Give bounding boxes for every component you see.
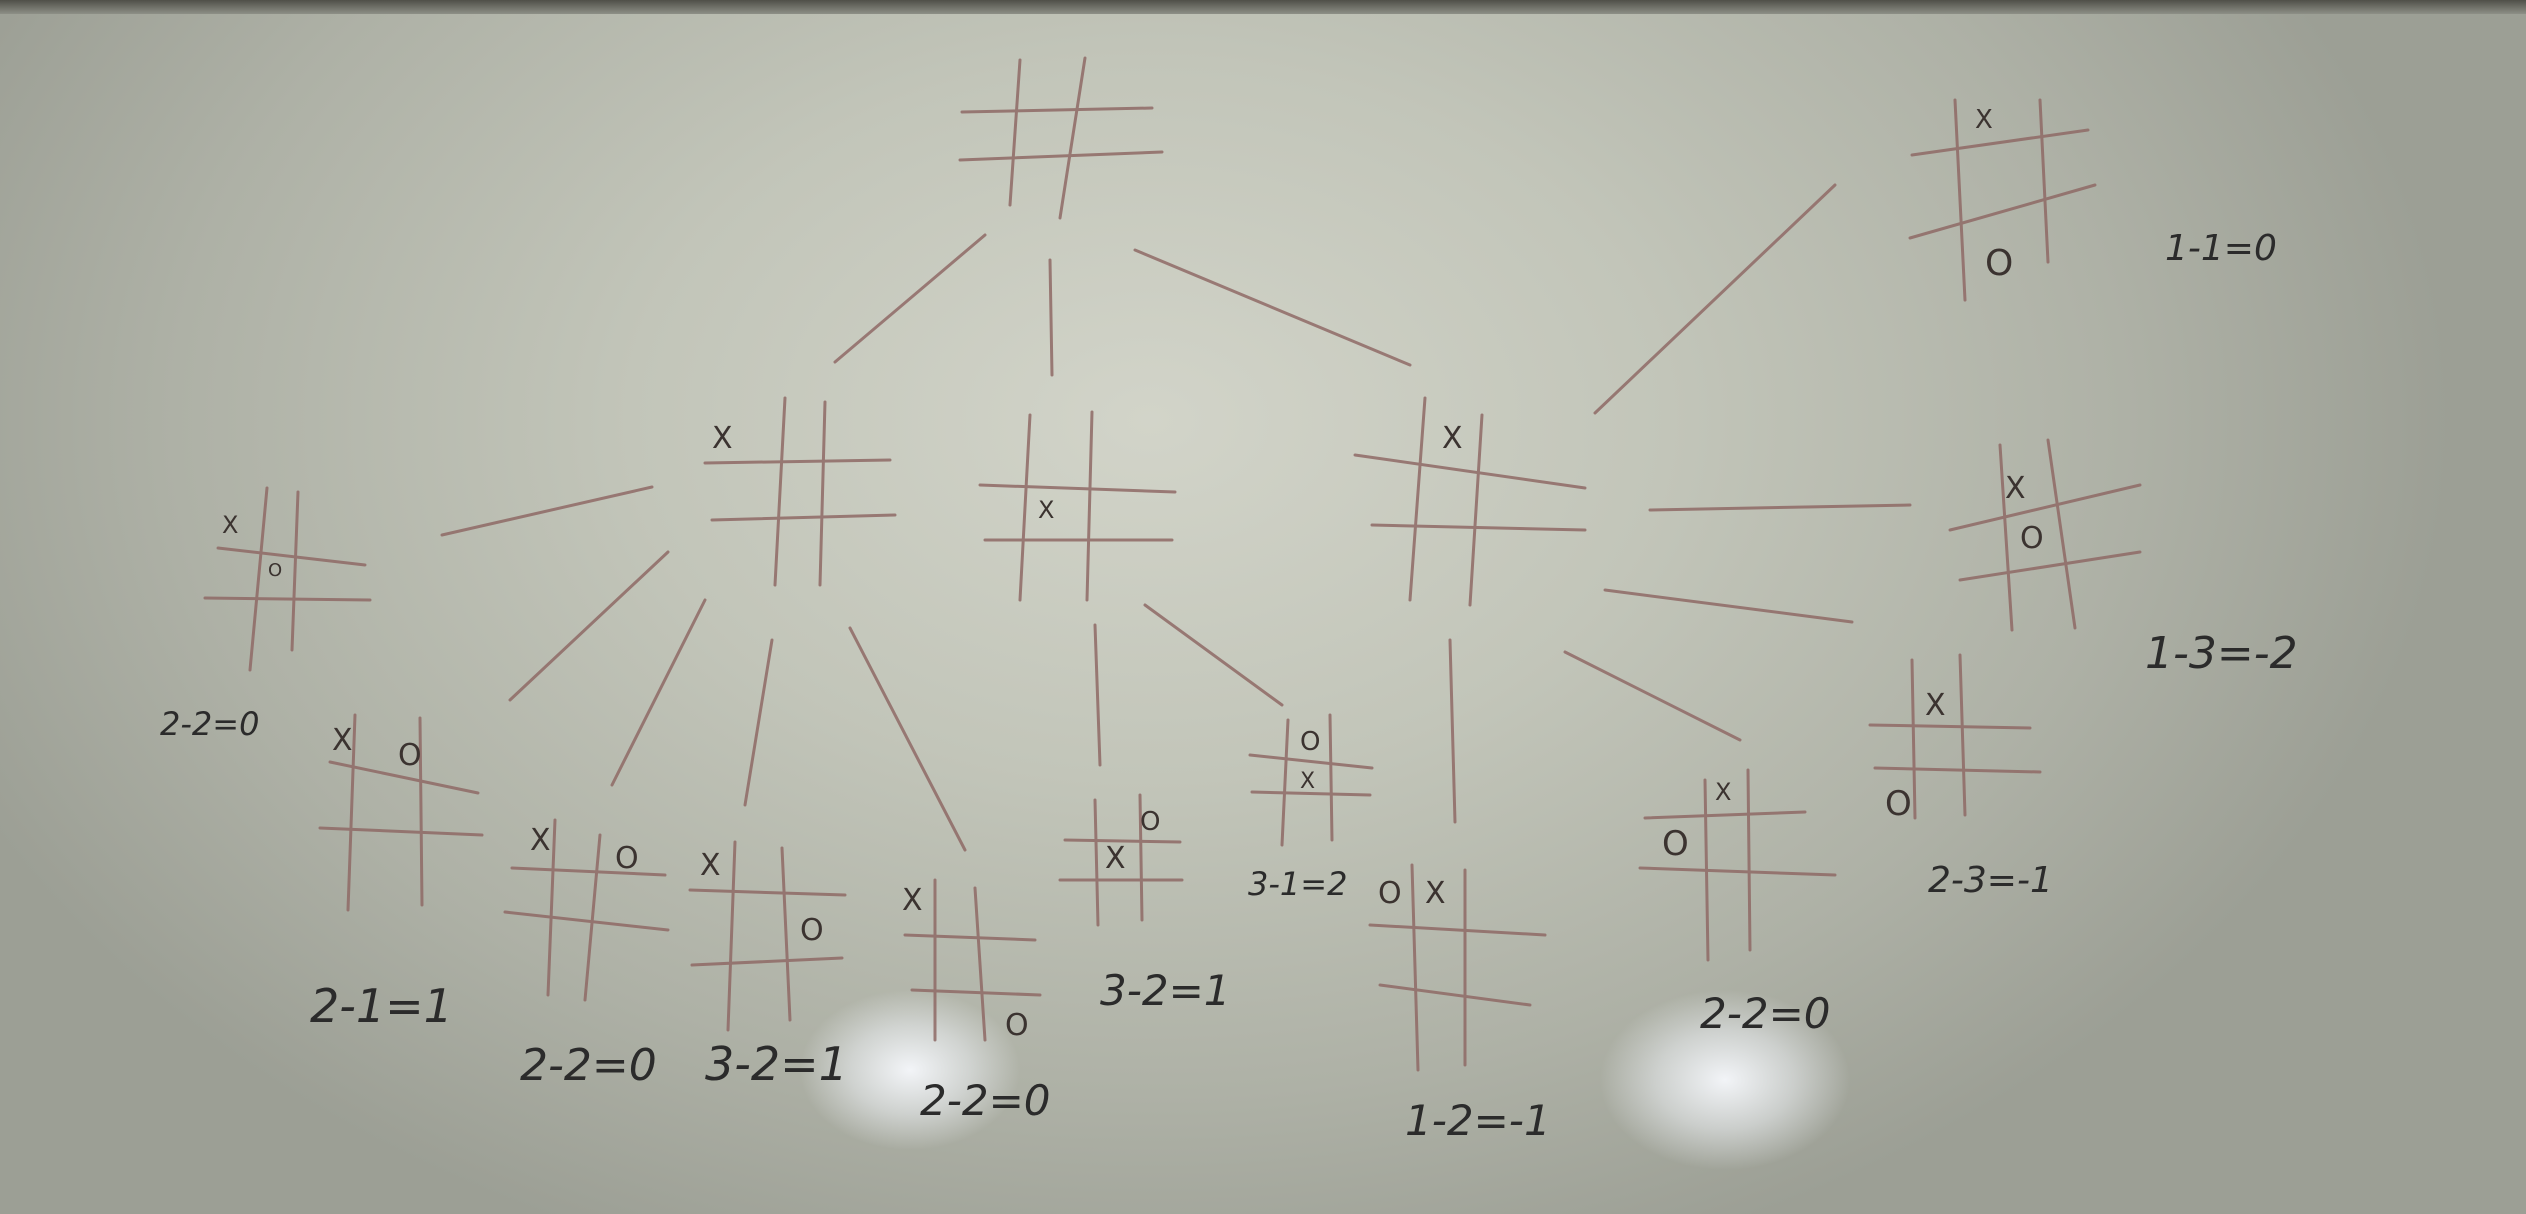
edge xyxy=(1133,248,1412,367)
grid-level1-c xyxy=(1353,396,1587,607)
score-label: 3-2=1 xyxy=(705,1037,848,1091)
mark-o: O xyxy=(615,841,639,876)
mark-x: X xyxy=(1105,841,1126,876)
score-label: 2-2=0 xyxy=(520,1040,657,1091)
grid-right-middle xyxy=(1948,438,2142,632)
grid-l1 xyxy=(318,713,484,912)
mark-x: X xyxy=(1975,105,1993,135)
mark-o: O xyxy=(2020,521,2044,556)
mark-x: X xyxy=(222,511,238,539)
grid-top-right xyxy=(1908,98,2097,302)
mark-x: X xyxy=(1425,876,1446,911)
grid-level1-a xyxy=(703,396,897,587)
mark-o: O xyxy=(1140,807,1160,837)
score-label: 2-1=1 xyxy=(310,979,453,1033)
mark-o: O xyxy=(1885,784,1912,824)
mark-o: O xyxy=(1378,876,1402,911)
score-label: 2-2=0 xyxy=(920,1076,1051,1125)
grid-level1-b xyxy=(978,410,1177,602)
edge xyxy=(1048,258,1054,377)
score-label: 3-2=1 xyxy=(1100,966,1231,1015)
mark-x: X xyxy=(1300,769,1315,794)
grid-l6 xyxy=(1248,713,1374,847)
grid-l2 xyxy=(503,818,670,1002)
grid-l3 xyxy=(688,840,847,1032)
mark-x: X xyxy=(1715,778,1731,806)
mark-x: X xyxy=(1038,496,1054,524)
mark-x: X xyxy=(700,848,721,883)
mark-o: O xyxy=(1300,727,1320,757)
edge xyxy=(1593,183,1837,415)
mark-o: O xyxy=(1985,243,2013,284)
mark-x: X xyxy=(530,823,551,858)
score-label: 1-2=-1 xyxy=(1405,1096,1551,1145)
mark-x: X xyxy=(712,421,733,456)
root-grid xyxy=(958,56,1164,220)
mark-o: O xyxy=(268,560,282,581)
mark-o: O xyxy=(398,738,422,773)
edge xyxy=(833,233,987,364)
grid-l8 xyxy=(1638,768,1837,962)
grid-l9 xyxy=(1868,653,2042,820)
grid-l4 xyxy=(903,878,1042,1042)
light-glare-right xyxy=(1600,990,1850,1170)
mark-o: O xyxy=(800,913,824,948)
mark-x: X xyxy=(332,723,353,758)
mark-x: X xyxy=(902,883,923,918)
score-label: 2-3=-1 xyxy=(1928,860,2053,901)
score-label: 1-1=0 xyxy=(2165,228,2277,269)
score-label: 3-1=2 xyxy=(1248,865,1347,903)
grid-left xyxy=(203,486,372,672)
score-label: 2-2=0 xyxy=(1700,989,1831,1038)
score-label: 2-2=0 xyxy=(160,705,259,743)
mark-x: X xyxy=(1442,421,1463,456)
grid-l5 xyxy=(1058,793,1184,927)
mark-x: X xyxy=(1925,688,1946,723)
score-label: 1-3=-2 xyxy=(2145,628,2298,679)
mark-o: O xyxy=(1662,824,1689,864)
mark-x: X xyxy=(2005,471,2026,506)
mark-o: O xyxy=(1005,1008,1029,1043)
grid-l7 xyxy=(1368,863,1547,1072)
